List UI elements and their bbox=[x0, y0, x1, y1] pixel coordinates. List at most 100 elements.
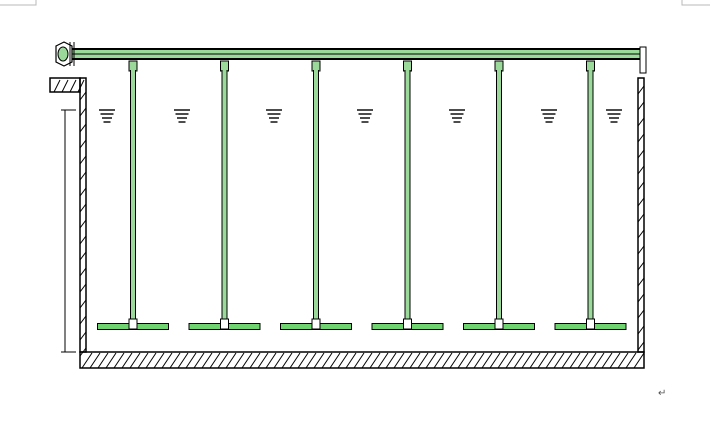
drop-pipe-assembly bbox=[463, 60, 535, 330]
drop-pipe-assembly bbox=[188, 60, 261, 330]
hatch-line bbox=[249, 352, 261, 369]
tank-walls bbox=[49, 77, 645, 369]
hatch-line bbox=[425, 352, 437, 369]
hatch-line bbox=[637, 261, 645, 271]
inlet-fitting bbox=[55, 41, 75, 67]
hatch-line bbox=[79, 299, 87, 309]
hatch-line bbox=[585, 352, 597, 369]
hatch-line bbox=[637, 181, 645, 191]
hatch-line bbox=[233, 352, 245, 369]
hatch-line bbox=[265, 352, 277, 369]
hatch-line bbox=[637, 101, 645, 111]
hatch-line bbox=[201, 352, 213, 369]
hatch-line bbox=[257, 352, 269, 369]
hatch-line bbox=[137, 352, 149, 369]
water-level-marker bbox=[606, 109, 622, 123]
corner-mark-top-right bbox=[681, 0, 710, 6]
hatch-line bbox=[113, 352, 125, 369]
paragraph-mark: ↵ bbox=[658, 388, 666, 399]
hatch-line bbox=[79, 235, 87, 245]
hatch-line bbox=[361, 352, 373, 369]
drop-pipe-assembly bbox=[554, 60, 627, 330]
drop-pipe-assembly bbox=[280, 60, 352, 330]
hatch-line bbox=[273, 352, 285, 369]
water-level-marker bbox=[449, 109, 465, 123]
hatch-line bbox=[329, 352, 341, 369]
hatch-line bbox=[313, 352, 325, 369]
hatch-line bbox=[79, 155, 87, 165]
hatch-line bbox=[225, 352, 237, 369]
hatch-line bbox=[637, 85, 645, 95]
hatch-line bbox=[637, 325, 645, 335]
hatch-line bbox=[105, 352, 117, 369]
drop-pipe-assembly bbox=[97, 60, 169, 330]
hatch-line bbox=[193, 352, 205, 369]
hatch-line bbox=[521, 352, 533, 369]
water-level-marker bbox=[99, 109, 115, 123]
hatch-line bbox=[209, 352, 221, 369]
hatch-line bbox=[577, 352, 589, 369]
drop-pipe-fill bbox=[131, 70, 135, 322]
drop-pipe-assembly bbox=[371, 60, 444, 330]
hatch-line bbox=[537, 352, 549, 369]
hatch-line bbox=[609, 352, 621, 369]
hatch-line bbox=[121, 352, 133, 369]
water-level-marker bbox=[266, 109, 282, 123]
hatch-line bbox=[637, 245, 645, 255]
hatch-line bbox=[305, 352, 317, 369]
pipe-collar bbox=[586, 60, 595, 72]
hatch-line bbox=[637, 277, 645, 287]
hatch-line bbox=[637, 117, 645, 127]
hatch-line bbox=[79, 315, 87, 325]
hatch-line bbox=[345, 352, 357, 369]
hatch-line bbox=[465, 352, 477, 369]
tee-fitting bbox=[220, 318, 229, 330]
hatch-line bbox=[79, 91, 87, 101]
pipe-collar bbox=[403, 60, 412, 72]
hatch-line bbox=[505, 352, 517, 369]
hatch-line bbox=[289, 352, 301, 369]
hatch-line bbox=[241, 352, 253, 369]
hatch-line bbox=[79, 171, 87, 181]
hatch-line bbox=[385, 352, 397, 369]
hatch-line bbox=[79, 267, 87, 277]
hatch-line bbox=[637, 309, 645, 319]
hatch-line bbox=[145, 352, 157, 369]
pipe-collar bbox=[220, 60, 229, 72]
hatch-line bbox=[337, 352, 349, 369]
hatch-line bbox=[79, 331, 87, 341]
hatch-line bbox=[637, 197, 645, 207]
hatch-line bbox=[177, 352, 189, 369]
hatch-line bbox=[79, 107, 87, 117]
hatch-line bbox=[61, 79, 69, 93]
hatch-line bbox=[297, 352, 309, 369]
hatch-line bbox=[473, 352, 485, 369]
wall-hatching bbox=[53, 79, 645, 369]
depth-dimension bbox=[61, 109, 76, 353]
hatch-line bbox=[593, 352, 605, 369]
hatch-line bbox=[457, 352, 469, 369]
right-wall bbox=[637, 77, 645, 353]
hatch-line bbox=[409, 352, 421, 369]
hatch-line bbox=[553, 352, 565, 369]
tee-fitting bbox=[403, 318, 412, 330]
drop-pipe-fill bbox=[588, 70, 593, 322]
hatch-line bbox=[377, 352, 389, 369]
pipe-collar bbox=[311, 60, 321, 72]
tee-fitting bbox=[586, 318, 595, 330]
hatch-line bbox=[79, 283, 87, 293]
hatch-line bbox=[321, 352, 333, 369]
drop-pipes bbox=[97, 60, 627, 330]
hatch-line bbox=[129, 352, 141, 369]
corner-mark-top-left bbox=[0, 0, 37, 6]
hatch-line bbox=[481, 352, 493, 369]
tee-fitting bbox=[128, 318, 138, 330]
hatch-line bbox=[217, 352, 229, 369]
hatch-line bbox=[637, 149, 645, 159]
hatch-line bbox=[369, 352, 381, 369]
hatch-line bbox=[513, 352, 525, 369]
hatch-line bbox=[77, 79, 85, 93]
hatch-line bbox=[637, 293, 645, 303]
hatch-line bbox=[97, 352, 109, 369]
